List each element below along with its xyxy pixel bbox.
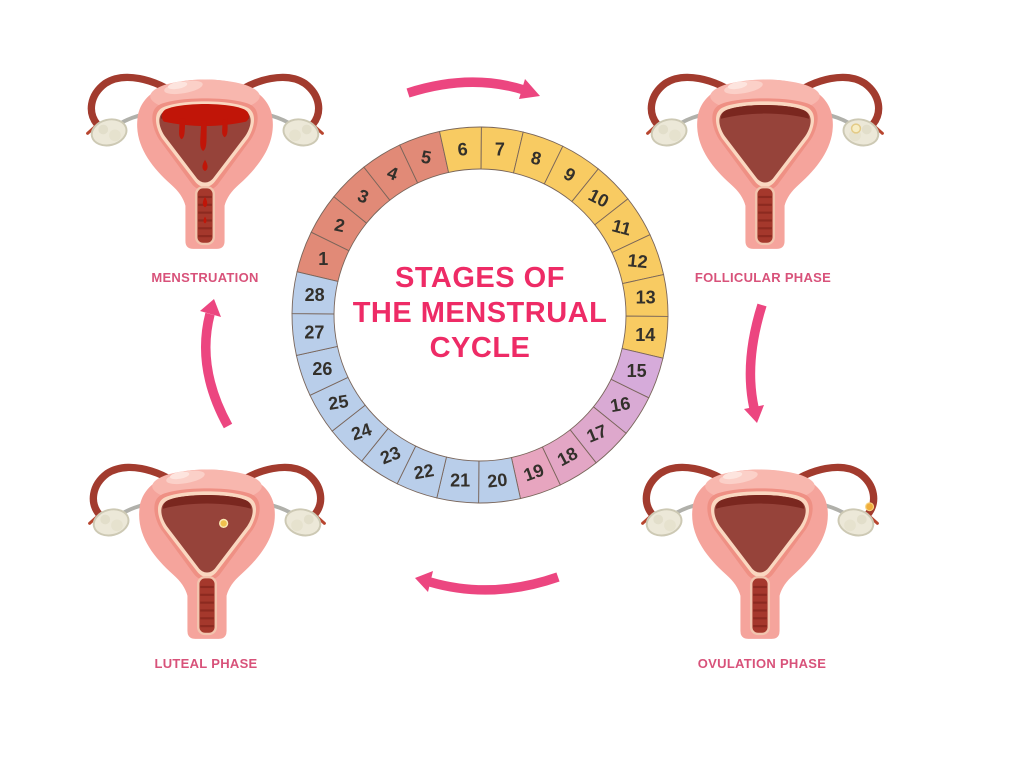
uterine-cavity: [714, 494, 806, 573]
day-number-21: 21: [450, 470, 470, 490]
ovarian-follicle-dot: [850, 123, 862, 134]
uterine-cavity: [161, 494, 253, 573]
day-number-6: 6: [457, 139, 469, 160]
ovary-right: [284, 508, 322, 537]
cavity-top-shade: [715, 494, 805, 509]
day-number-22: 22: [412, 460, 435, 483]
day-number-11: 11: [610, 215, 634, 239]
arrow-right-icon: [744, 303, 767, 423]
cavity-top-shade: [162, 494, 252, 509]
day-number-15: 15: [627, 361, 647, 381]
day-number-8: 8: [529, 147, 543, 169]
cervical-canal: [194, 185, 216, 246]
phase-label-ovulation: OVULATION PHASE: [697, 656, 827, 671]
corpus-luteum-dot: [218, 518, 229, 529]
cervical-canal: [749, 575, 771, 636]
ovary-right: [837, 508, 875, 537]
phase-label-follicular: FOLLICULAR PHASE: [694, 270, 832, 285]
diagram-title: STAGES OF THE MENSTRUAL CYCLE: [352, 262, 608, 364]
arrow-top-icon: [406, 77, 540, 99]
uterine-cavity: [719, 104, 811, 183]
released-ovum-dot: [865, 502, 875, 512]
day-number-7: 7: [495, 140, 505, 160]
uterus-illustration-luteal: [70, 440, 344, 641]
day-number-26: 26: [312, 359, 332, 379]
uterus-graphic-luteal: [88, 463, 326, 639]
cavity-top-shade: [720, 104, 810, 119]
day-number-20: 20: [486, 470, 508, 492]
uterus-illustration-menstruation: [68, 50, 342, 251]
ovary-left: [92, 508, 130, 537]
day-number-1: 1: [318, 249, 328, 269]
day-segment-28: [291, 271, 339, 315]
arrow-bottom-icon: [415, 571, 560, 595]
ovary-left: [645, 508, 683, 537]
ovary-left: [650, 118, 688, 147]
vaginal-ribs: [753, 585, 767, 628]
day-number-16: 16: [609, 393, 632, 416]
day-number-13: 13: [636, 288, 656, 308]
day-number-12: 12: [627, 250, 649, 272]
ovary-left: [90, 118, 128, 147]
day-number-5: 5: [420, 147, 433, 168]
phase-label-luteal: LUTEAL PHASE: [154, 656, 258, 671]
vaginal-ribs: [758, 195, 772, 238]
cervical-canal: [754, 185, 776, 246]
day-number-28: 28: [305, 285, 325, 305]
phase-label-menstruation: MENSTRUATION: [151, 270, 259, 285]
day-number-14: 14: [635, 325, 655, 345]
menstrual-blood: [161, 104, 249, 224]
cervical-canal: [196, 575, 218, 636]
ovary-right: [282, 118, 320, 147]
uterus-graphic-follicular: [646, 73, 884, 249]
arrow-left-icon: [200, 299, 233, 429]
uterus-graphic-menstruation: [86, 73, 324, 249]
vaginal-ribs: [200, 585, 214, 628]
uterus-graphic-ovulation: [641, 463, 879, 639]
day-number-2: 2: [333, 215, 347, 237]
uterus-illustration-ovulation: [623, 440, 897, 641]
uterus-illustration-follicular: [628, 50, 902, 251]
day-number-25: 25: [327, 391, 350, 414]
day-number-27: 27: [304, 322, 324, 342]
